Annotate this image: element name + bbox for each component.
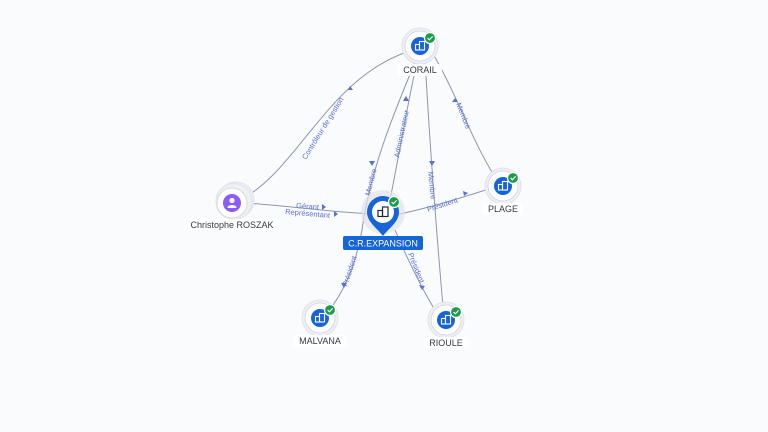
edge-label-admin: Administrateur <box>392 109 411 159</box>
building-icon <box>414 40 426 51</box>
node-plage[interactable]: PLAGE <box>483 167 523 215</box>
arrow-membre-center <box>369 161 375 166</box>
check-icon <box>387 195 401 209</box>
arrow-admin <box>403 96 409 101</box>
edge-label-person-corail: Contrôleur de gestion <box>300 95 346 161</box>
check-icon <box>449 305 463 319</box>
edge-label-gerant: Gérant <box>296 201 320 212</box>
edge-label-president-rioule: Président <box>406 251 427 285</box>
edge-label-membre-plage: Membre <box>454 101 473 130</box>
node-label-plage: PLAGE <box>488 204 518 214</box>
node-label-malvana: MALVANA <box>299 336 341 346</box>
check-icon <box>323 303 337 317</box>
person-icon <box>227 197 237 208</box>
edge-person-center <box>244 202 373 215</box>
arrow-person-corail <box>348 86 353 90</box>
arrow-person-center-1 <box>322 204 326 210</box>
arrow-membre-plage <box>452 98 458 102</box>
node-person[interactable]: Christophe ROSZAK <box>184 181 280 231</box>
arrow-president-rioule <box>419 285 425 290</box>
edge-arrows <box>322 86 468 290</box>
arrow-person-center-2 <box>334 211 338 217</box>
building-icon <box>314 312 326 323</box>
building-icon <box>377 206 389 218</box>
arrow-president-plage <box>463 191 468 196</box>
check-icon <box>423 31 437 45</box>
node-center[interactable]: C.R.EXPANSION <box>343 190 423 250</box>
node-corail[interactable]: CORAIL <box>398 27 442 76</box>
arrow-membre-rioule <box>429 161 435 166</box>
building-icon <box>440 314 452 325</box>
edge-corail-rioule <box>424 57 445 319</box>
building-icon <box>497 180 509 191</box>
edge-label-membre-rioule: Membre <box>426 171 438 199</box>
check-icon <box>506 171 520 185</box>
center-label-bg <box>343 236 423 250</box>
node-label-center: C.R.EXPANSION <box>348 239 418 249</box>
edge-label-representant: Représentant <box>285 207 332 220</box>
node-label-person: Christophe ROSZAK <box>190 220 273 230</box>
node-label-rioule: RIOULE <box>429 338 463 348</box>
arrow-president-malvana <box>341 283 347 288</box>
edge-person-corail <box>239 47 421 201</box>
node-label-corail: CORAIL <box>403 65 437 75</box>
node-rioule[interactable]: RIOULE <box>424 301 468 349</box>
edge-label-president-malvana: Président <box>340 254 359 288</box>
node-malvana[interactable]: MALVANA <box>293 299 347 347</box>
